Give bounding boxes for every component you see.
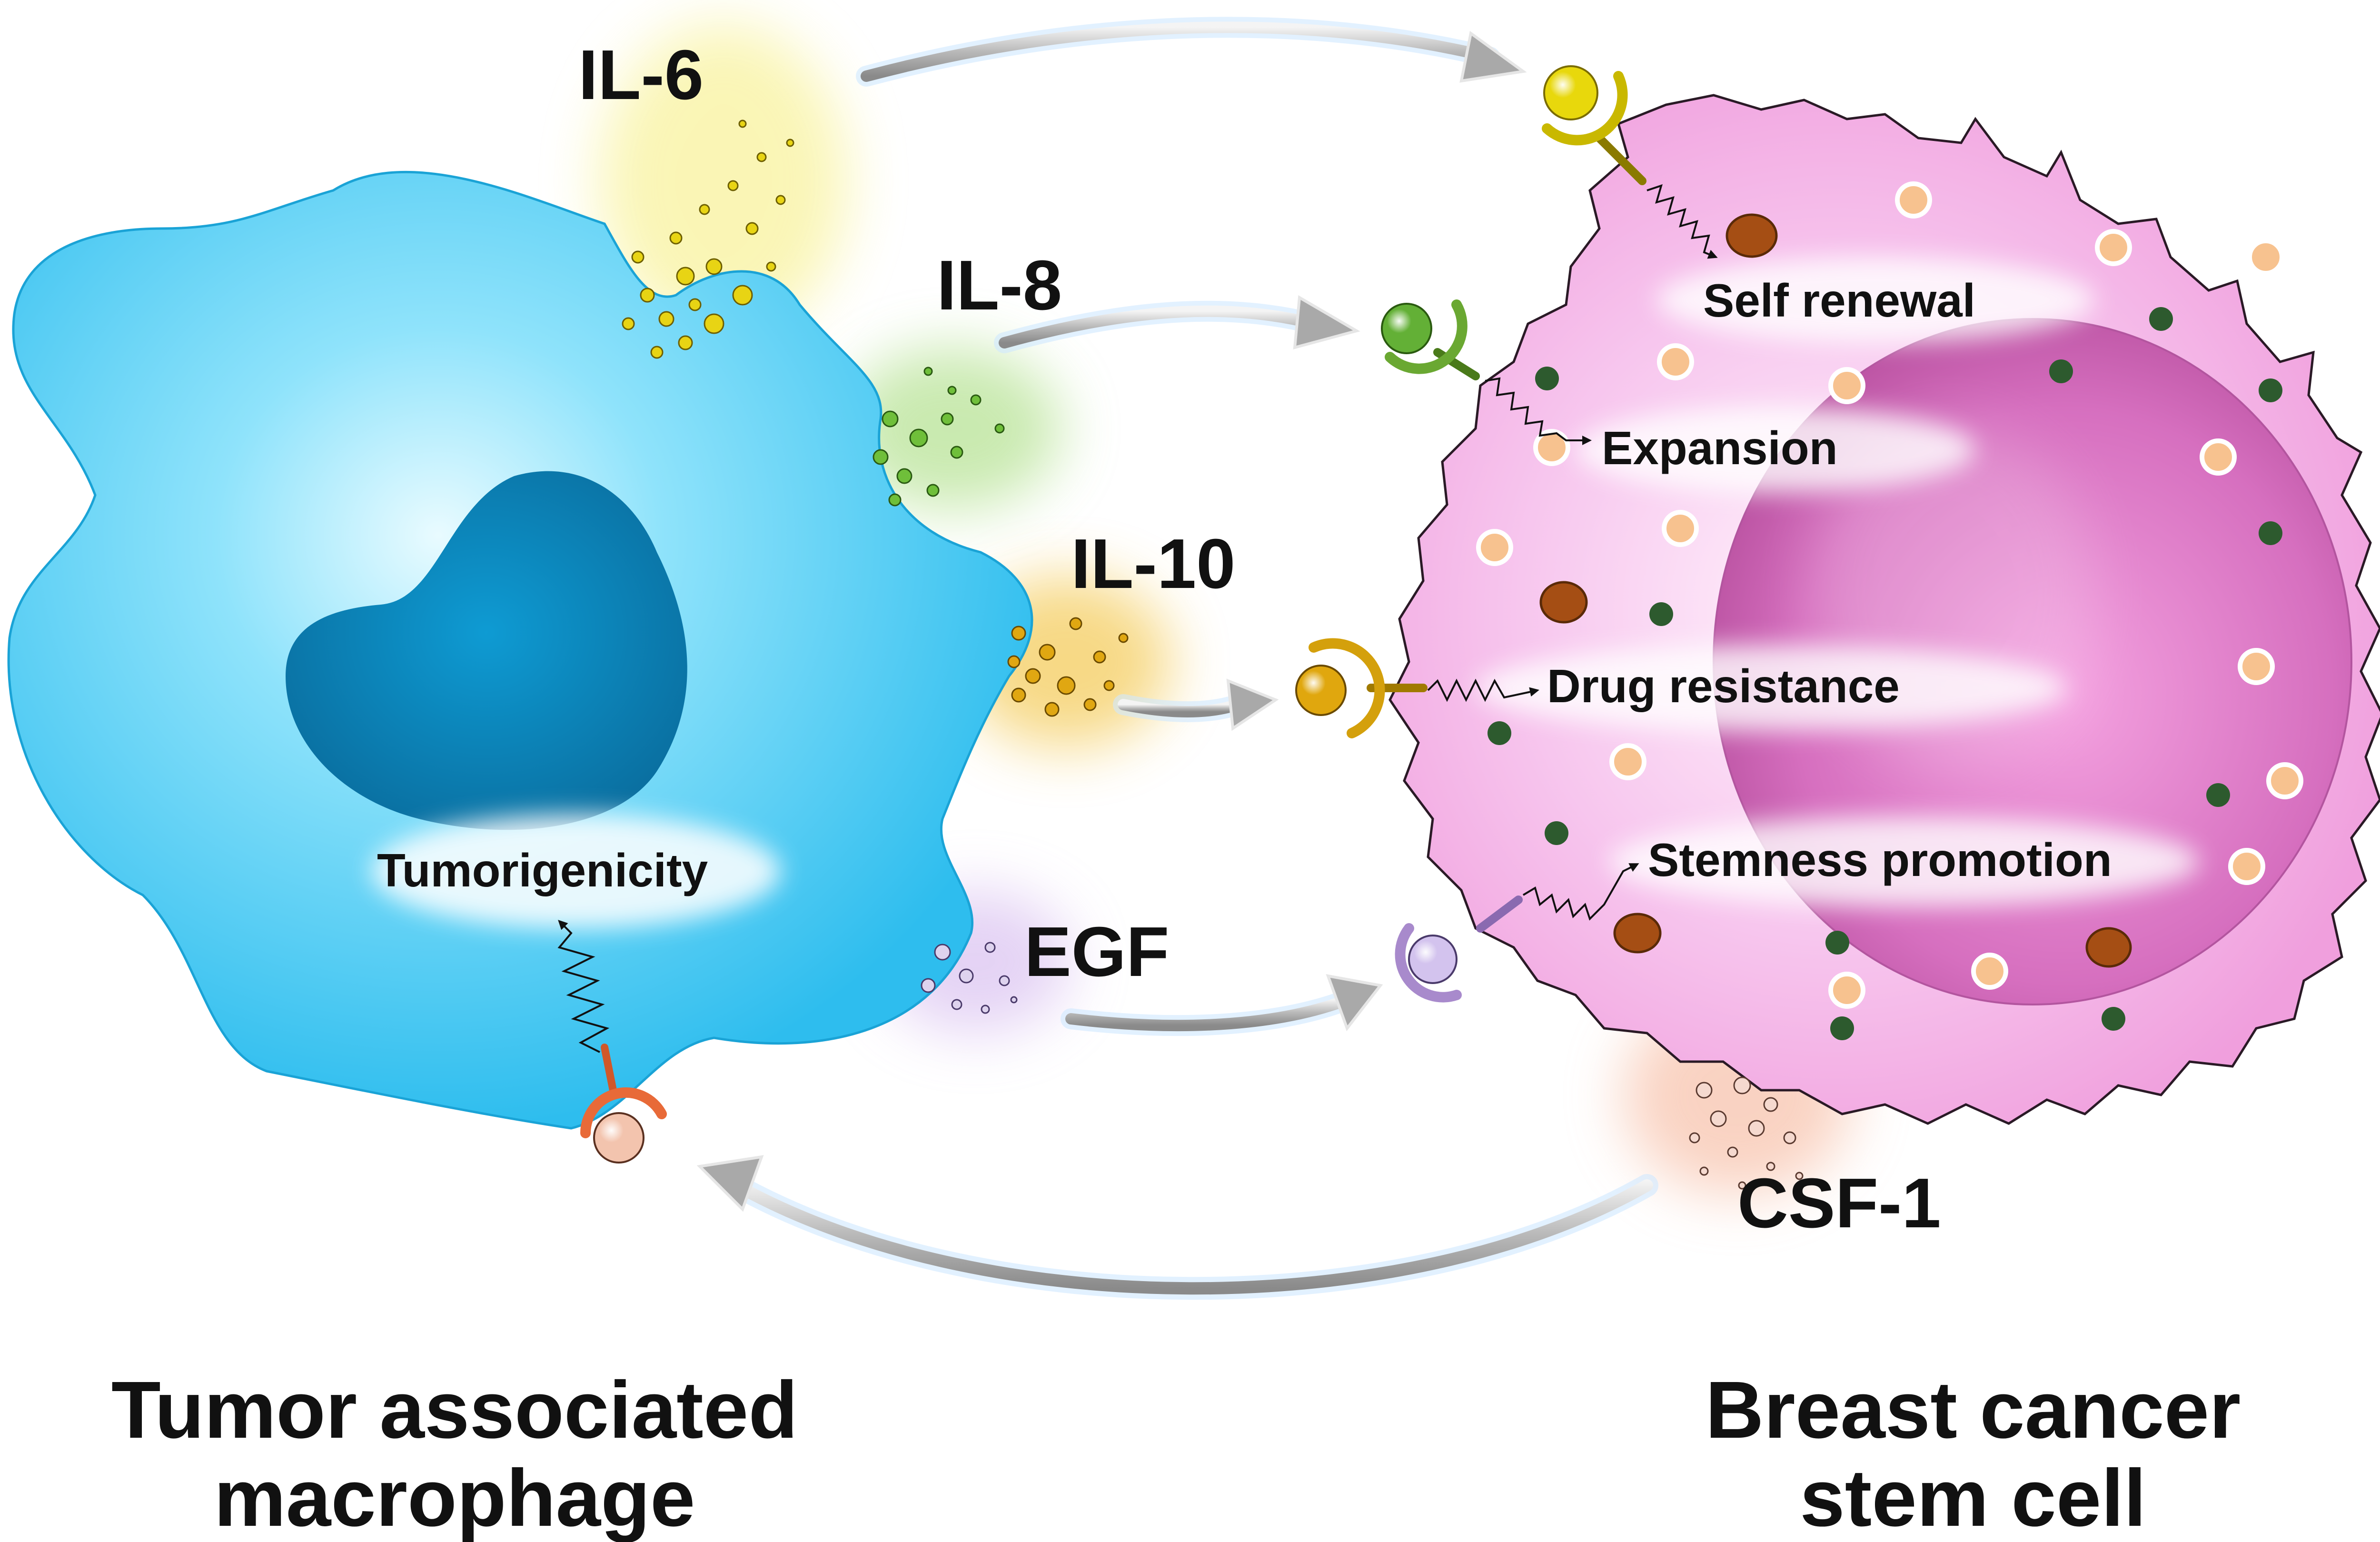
label-stemness: Stemness promotion xyxy=(1648,834,2112,886)
squiggle-stemness xyxy=(1522,863,1639,921)
squiggle-drug-resistance xyxy=(1427,678,1539,702)
label-il10: IL-10 xyxy=(1071,525,1235,603)
arrow-il10 xyxy=(1113,678,1279,731)
drug-resistance-highlight xyxy=(1476,645,2066,731)
label-cancer-line1: Breast cancer xyxy=(1706,1365,2241,1455)
squiggle-self-renewal xyxy=(1646,184,1718,259)
label-cancer-line2: stem cell xyxy=(1800,1453,2146,1542)
arrow-csf1 xyxy=(696,1155,1658,1300)
label-csf1: CSF-1 xyxy=(1737,1164,1941,1243)
granules-green xyxy=(1488,307,2282,1040)
csf1-particles xyxy=(1689,1076,1804,1190)
labels: IL-6 IL-8 IL-10 EGF CSF-1 Self renewal E… xyxy=(111,36,2241,1542)
stemness-highlight xyxy=(1609,816,2199,907)
arrow-egf xyxy=(1061,974,1383,1036)
receptor-csf1 xyxy=(580,1044,667,1164)
il8-particles xyxy=(873,367,1005,507)
signal-squiggles xyxy=(557,184,1718,1053)
label-drug-resistance: Drug resistance xyxy=(1547,660,1900,712)
arrow-il8 xyxy=(994,295,1360,353)
signal-arrows xyxy=(696,17,1658,1300)
granules-brown xyxy=(1539,213,2132,968)
il10-particles xyxy=(1007,617,1129,717)
macrophage-nucleus xyxy=(286,471,687,830)
label-expansion: Expansion xyxy=(1602,422,1838,474)
squiggle-expansion xyxy=(1485,377,1592,445)
expansion-highlight xyxy=(1576,407,1975,493)
label-macrophage-line1: Tumor associated xyxy=(111,1365,798,1455)
il6-glow xyxy=(600,24,847,338)
receptor-il8 xyxy=(1381,299,1480,380)
label-tumorigenicity: Tumorigenicity xyxy=(377,844,708,896)
squiggle-tumorigenicity xyxy=(557,920,610,1053)
arrow-il6 xyxy=(856,17,1527,87)
il8-glow xyxy=(843,348,1061,509)
granules-peach xyxy=(1476,181,2303,1009)
egf-particles xyxy=(921,942,1018,1014)
label-self-renewal: Self renewal xyxy=(1703,274,1975,327)
self-renewal-highlight xyxy=(1656,257,2094,343)
label-il8: IL-8 xyxy=(937,246,1062,325)
receptor-il6 xyxy=(1542,65,1646,185)
il6-particles xyxy=(622,119,794,359)
macrophage-cell xyxy=(7,170,1033,1130)
cancer-stem-cell xyxy=(1388,94,2380,1125)
tumorigenicity-highlight xyxy=(371,814,781,928)
receptor-il10 xyxy=(1295,638,1428,738)
label-il6: IL-6 xyxy=(578,36,704,114)
label-macrophage-line2: macrophage xyxy=(214,1453,695,1542)
label-egf: EGF xyxy=(1024,913,1169,991)
receptor-egf xyxy=(1395,895,1523,1003)
